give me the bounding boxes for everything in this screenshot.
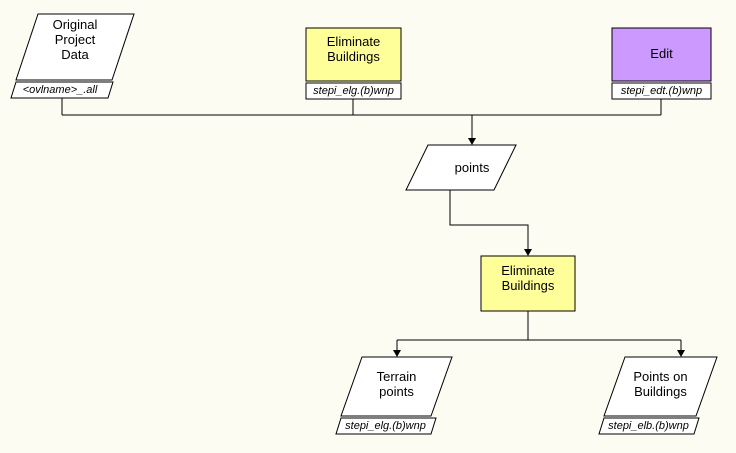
edit-tag-box [611,82,712,100]
arrowhead-into-points [468,138,476,145]
points-on-buildings-node [603,356,718,417]
eliminate-buildings-top-tag-box [305,82,402,100]
edit-node [611,27,712,82]
terrain-points-node [340,356,453,417]
eliminate-buildings-top-node [305,27,402,82]
terrain-points-tag-box [335,417,437,435]
arrowhead-into-points-on-buildings [677,350,685,357]
original-project-data-tag-box [10,81,114,99]
eliminate-buildings-main-node [480,255,576,312]
arrowhead-into-terrain-points [393,350,401,357]
points-on-buildings-tag-box [598,417,700,435]
arrowhead-into-eliminate-main [524,249,532,256]
original-project-data-node [15,13,135,81]
points-node [405,144,517,191]
connector-points-to-eliminate [449,190,529,250]
